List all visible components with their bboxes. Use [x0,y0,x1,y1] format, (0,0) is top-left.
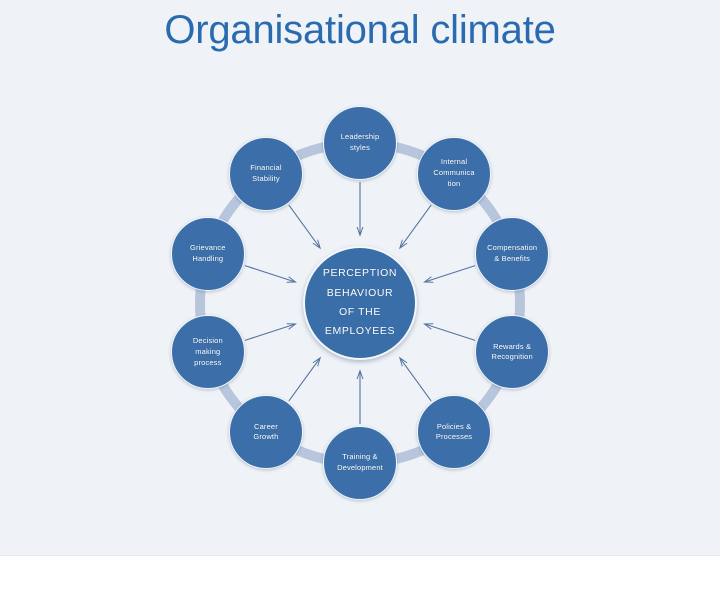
ring-segment [476,382,502,412]
spoke-arrows [244,182,476,424]
ring-segment [218,194,244,224]
ring-segment [394,142,425,161]
arrow-career-growth [288,358,320,402]
ring-segment [295,142,326,161]
arrow-rewards-recognition [425,324,476,341]
ring-segment [295,445,326,464]
node-training-development[interactable]: Training &Development [323,426,397,500]
arrow-policies-processes [400,358,432,402]
ring-segment [195,288,206,318]
node-compensation-benefits[interactable]: Compensation& Benefits [475,216,550,291]
ring-segment [476,194,502,224]
page-title: Organisational climate [164,8,556,52]
arrow-internal-communication [400,204,432,248]
arrow-decision-making-process [244,324,295,341]
ring-segment [218,382,244,412]
node-label-rewards-recognition: Rewards &Recognition [491,341,533,362]
arrow-compensation-benefits [425,265,476,282]
node-label-compensation-benefits: Compensation& Benefits [487,242,538,263]
arrow-financial-stability [288,204,320,248]
node-policies-processes[interactable]: Policies &Processes [417,395,492,470]
ring-segment [394,445,425,464]
arrow-grievance-handling [244,265,295,282]
ring-segment [514,288,525,318]
node-label-training-development: Training &Development [337,452,383,472]
node-rewards-recognition[interactable]: Rewards &Recognition [475,315,550,390]
node-label-policies-processes: Policies &Processes [435,421,473,442]
